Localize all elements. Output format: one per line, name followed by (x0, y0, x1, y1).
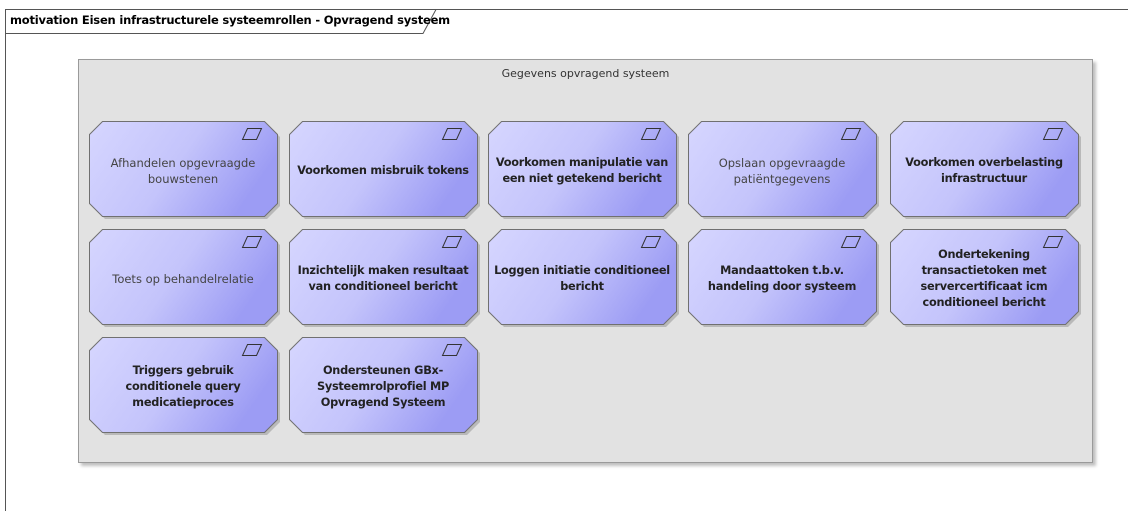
requirement-label: Opslaan opgevraagde patiëntgegevens (718, 155, 846, 186)
requirement-body (688, 229, 877, 325)
requirement-parallelogram-icon (840, 236, 862, 248)
requirement-label: Voorkomen manipulatie van een niet getek… (495, 155, 669, 185)
requirement-node[interactable]: Ondersteunen GBx-Systeemrolprofiel MP Op… (289, 337, 480, 435)
requirement-parallelogram-icon (1042, 128, 1064, 140)
requirement-node[interactable]: Triggers gebruik conditionele query medi… (89, 337, 280, 435)
requirement-label: Mandaattoken t.b.v. handeling door syste… (707, 263, 857, 293)
requirement-label: Inzichtelijk maken resultaat van conditi… (297, 263, 469, 293)
requirement-shape (89, 121, 280, 219)
requirement-body (488, 121, 677, 217)
requirement-parallelogram-icon (241, 344, 263, 356)
requirement-label: Triggers gebruik conditionele query medi… (125, 363, 241, 409)
requirement-parallelogram-icon (840, 128, 862, 140)
requirement-parallelogram-icon (441, 128, 463, 140)
requirement-body (890, 121, 1079, 217)
requirement-body (89, 229, 278, 325)
diagram-frame (5, 9, 1128, 511)
title-tab-outline (5, 9, 437, 34)
requirement-shape (488, 229, 679, 327)
group-title: Gegevens opvragend systeem (501, 67, 670, 80)
requirement-parallelogram-icon (1042, 236, 1064, 248)
requirement-body (89, 337, 278, 433)
requirement-label: Voorkomen overbelasting infrastructuur (905, 155, 1063, 185)
requirement-node[interactable]: Voorkomen overbelasting infrastructuur (890, 121, 1081, 219)
requirement-label: Toets op behandelrelatie (112, 271, 254, 286)
requirement-parallelogram-icon (640, 236, 662, 248)
requirement-node[interactable]: Inzichtelijk maken resultaat van conditi… (289, 229, 480, 327)
requirement-shape (289, 121, 480, 219)
requirement-node[interactable]: Afhandelen opgevraagde bouwstenen (89, 121, 280, 219)
requirement-shape (688, 229, 879, 327)
requirement-shape (289, 229, 480, 327)
requirement-parallelogram-icon (241, 128, 263, 140)
requirement-label: Ondersteunen GBx-Systeemrolprofiel MP Op… (316, 363, 450, 409)
requirement-node[interactable]: Loggen initiatie conditioneel bericht (488, 229, 679, 327)
requirement-shape (488, 121, 679, 219)
requirement-label: Voorkomen misbruik tokens (297, 163, 469, 177)
requirement-shape (89, 337, 280, 435)
requirement-node[interactable]: Ondertekening transactietoken met server… (890, 229, 1081, 327)
requirement-node[interactable]: Voorkomen misbruik tokens (289, 121, 480, 219)
diagram-title: motivation Eisen infrastructurele systee… (10, 13, 450, 27)
requirement-body (289, 337, 478, 433)
requirement-node[interactable]: Toets op behandelrelatie (89, 229, 280, 327)
requirement-parallelogram-icon (441, 344, 463, 356)
requirement-body (289, 229, 478, 325)
requirement-node[interactable]: Opslaan opgevraagde patiëntgegevens (688, 121, 879, 219)
requirement-label: Afhandelen opgevraagde bouwstenen (110, 155, 256, 186)
requirement-shape (89, 229, 280, 327)
requirement-label: Loggen initiatie conditioneel bericht (494, 263, 670, 293)
requirement-body (688, 121, 877, 217)
requirement-body (488, 229, 677, 325)
requirement-body (289, 121, 478, 217)
requirement-shape (688, 121, 879, 219)
requirement-parallelogram-icon (241, 236, 263, 248)
requirement-parallelogram-icon (640, 128, 662, 140)
requirement-node[interactable]: Mandaattoken t.b.v. handeling door syste… (688, 229, 879, 327)
requirement-body (890, 229, 1079, 325)
requirement-body (89, 121, 278, 217)
requirement-parallelogram-icon (441, 236, 463, 248)
requirement-shape (890, 229, 1081, 327)
requirement-shape (890, 121, 1081, 219)
requirement-shape (289, 337, 480, 435)
requirement-label: Ondertekening transactietoken met server… (920, 247, 1048, 309)
requirement-node[interactable]: Voorkomen manipulatie van een niet getek… (488, 121, 679, 219)
